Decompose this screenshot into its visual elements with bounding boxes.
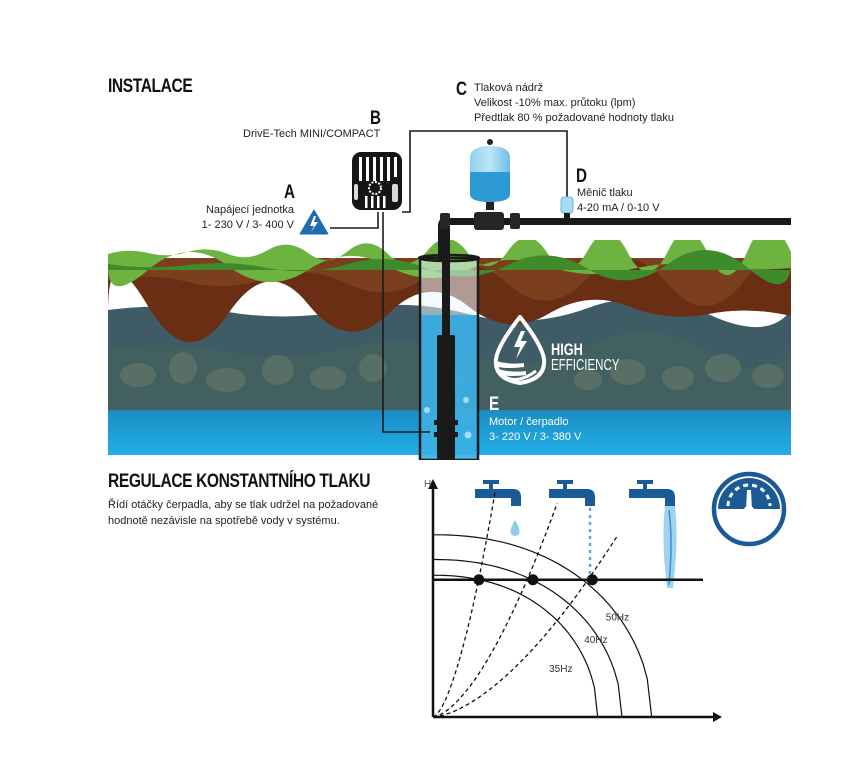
- wiring-diagram: [330, 130, 791, 433]
- x-axis-arrow: [713, 712, 722, 722]
- well-casing: [417, 220, 481, 460]
- curve-label-50Hz: 50Hz: [606, 612, 629, 623]
- controller-name: DrivE-Tech MINI/COMPACT: [243, 128, 381, 140]
- tank-size-spec: Velikost -10% max. průtoku (lpm): [474, 97, 636, 109]
- label-letter-d: D: [576, 166, 587, 187]
- pump-name: Motor / čerpadlo: [489, 416, 569, 428]
- operating-point-35Hz: [473, 574, 485, 586]
- motor-cable: [382, 212, 430, 433]
- tank-name: Tlaková nádrž: [474, 82, 544, 94]
- label-letter-a: A: [284, 182, 295, 203]
- discharge-pipe: [445, 218, 791, 225]
- system-curve-2: [432, 502, 558, 718]
- faucet-drip-icon: [475, 480, 521, 536]
- sensor-cable: [402, 130, 568, 213]
- faucets: [475, 480, 677, 588]
- power-unit-name: Napájecí jednotka: [205, 204, 294, 216]
- water-drop-leaf-icon: [493, 315, 547, 386]
- operating-point-40Hz: [527, 574, 539, 586]
- tank-precharge-spec: Předtlak 80 % požadované hodnoty tlaku: [474, 112, 674, 124]
- pump-curve-35Hz: [433, 574, 599, 718]
- installation-title: INSTALACE: [108, 76, 193, 97]
- pressure-transducer-icon: [560, 196, 574, 218]
- label-letter-e: E: [489, 394, 500, 415]
- y-axis-arrow: [428, 479, 438, 489]
- pump-curve-chart: HQ35Hz40Hz50Hz: [424, 479, 722, 722]
- pump-curve-40Hz: [433, 558, 623, 718]
- label-letter-c: C: [456, 79, 467, 100]
- pump-spec: 3- 220 V / 3- 380 V: [489, 431, 582, 443]
- regulation-description: Řídí otáčky čerpadla, aby se tlak udržel…: [108, 499, 379, 527]
- curve-label-40Hz: 40Hz: [584, 635, 607, 646]
- drive-controller-icon: [352, 152, 402, 210]
- curve-label-35Hz: 35Hz: [549, 664, 572, 675]
- pressure-tank-icon: [470, 139, 510, 210]
- regulation-title: REGULACE KONSTANTNÍHO TLAKU: [108, 471, 371, 492]
- system-curve-3: [432, 536, 618, 718]
- label-letter-b: B: [370, 108, 381, 129]
- pressure-gauge-icon: [711, 471, 787, 547]
- transducer-spec: 4-20 mA / 0-10 V: [577, 202, 660, 214]
- high-voltage-warning-icon: [299, 209, 329, 235]
- system-curve-1: [432, 491, 496, 718]
- faucet-full-flow-icon: [629, 480, 677, 588]
- badge-line1: HIGH: [551, 340, 583, 359]
- operating-point-50Hz: [586, 574, 598, 586]
- badge-line2: EFFICIENCY: [551, 357, 620, 374]
- transducer-name: Měnič tlaku: [577, 187, 633, 199]
- submersible-pump-icon: [437, 335, 455, 460]
- pump-curve-50Hz: [433, 534, 653, 718]
- y-axis-label: H: [424, 479, 431, 490]
- power-unit-spec: 1- 230 V / 3- 400 V: [201, 219, 294, 231]
- faucet-trickle-icon: [549, 480, 595, 580]
